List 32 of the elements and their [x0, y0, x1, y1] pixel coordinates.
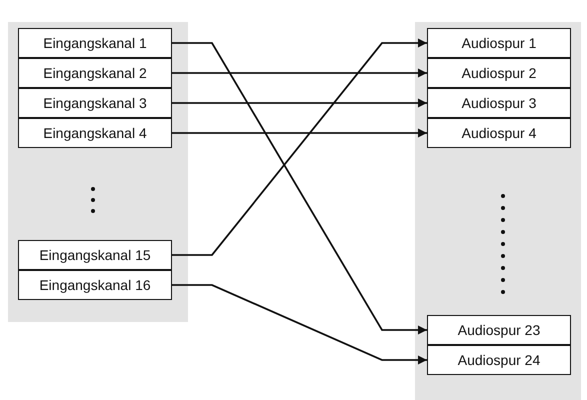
arrow — [172, 128, 427, 138]
arrow — [172, 38, 427, 256]
arrow — [172, 98, 427, 108]
channel-box — [427, 345, 571, 375]
channel-box — [18, 58, 172, 88]
group-background — [415, 22, 581, 400]
box-label: Eingangskanal 4 — [43, 125, 147, 141]
group-background — [8, 22, 188, 322]
box-label: Audiospur 4 — [462, 125, 536, 141]
box-label: Eingangskanal 1 — [43, 35, 147, 51]
channel-box — [18, 88, 172, 118]
channel-box — [18, 240, 172, 270]
channel-box — [18, 270, 172, 300]
arrow — [172, 68, 427, 78]
box-label: Eingangskanal 2 — [43, 65, 147, 81]
box-label: Audiospur 2 — [462, 65, 536, 81]
channel-box — [18, 118, 172, 148]
channel-box — [427, 88, 571, 118]
channel-box — [427, 315, 571, 345]
arrow — [172, 42, 427, 334]
channel-box — [427, 118, 571, 148]
box-label: Eingangskanal 15 — [39, 247, 151, 263]
channel-box — [427, 28, 571, 58]
arrow — [172, 284, 427, 364]
box-label: Eingangskanal 16 — [39, 277, 151, 293]
box-label: Audiospur 1 — [462, 35, 536, 51]
channel-box — [18, 28, 172, 58]
box-label: Audiospur 3 — [462, 95, 536, 111]
channel-box — [427, 58, 571, 88]
box-label: Eingangskanal 3 — [43, 95, 147, 111]
box-label: Audiospur 24 — [458, 352, 540, 368]
box-label: Audiospur 23 — [458, 322, 540, 338]
